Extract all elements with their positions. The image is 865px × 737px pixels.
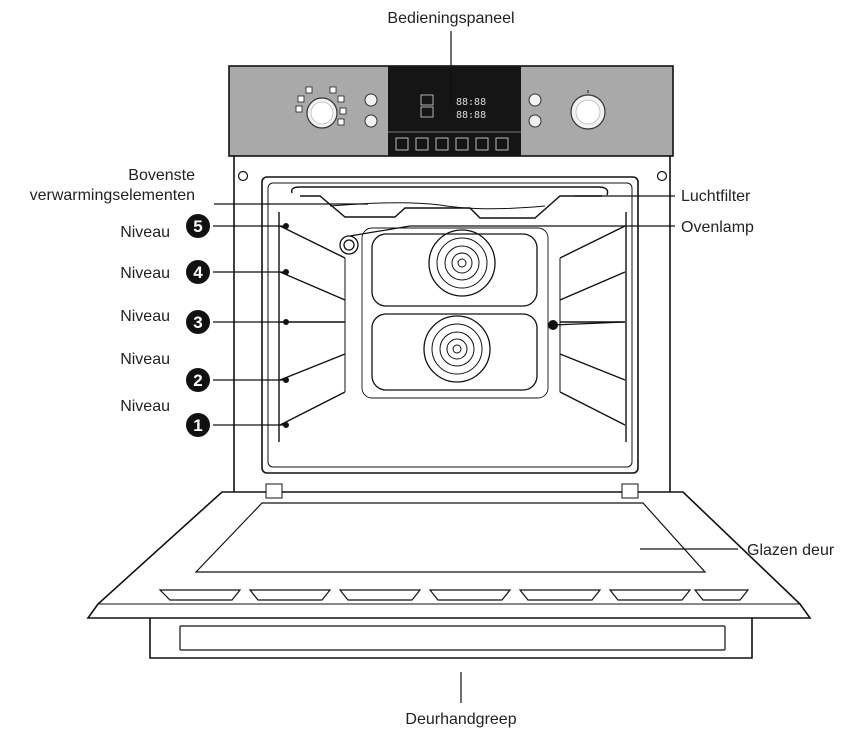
oven-door: [86, 483, 812, 619]
top-heating-label-line-2: verwarmingselementen: [30, 187, 195, 204]
labels: Bedieningspaneel Bovenste verwarmingsele…: [30, 10, 835, 728]
oven-lamp-label: Ovenlamp: [681, 219, 754, 236]
lower-fan: [423, 315, 491, 383]
display-line-2: 88:88: [456, 110, 486, 121]
oven-body: [233, 154, 671, 501]
level-2-label: Niveau: [120, 351, 170, 368]
air-filter-label: Luchtfilter: [681, 188, 751, 205]
top-heating-label-line-1: Bovenste: [128, 167, 195, 184]
level-2-number: 2: [193, 371, 202, 390]
oven-lamp: [339, 235, 359, 255]
top-heating-element: [290, 186, 609, 219]
upper-fan: [428, 229, 496, 297]
door-vents: [158, 589, 750, 601]
glass-door-panel: [194, 502, 707, 573]
door-handle: [149, 618, 753, 659]
control-panel-label: Bedieningspaneel: [387, 10, 514, 27]
level-1-label: Niveau: [120, 398, 170, 415]
leader-lines: [213, 31, 738, 703]
glass-door-label: Glazen deur: [747, 542, 835, 559]
mode-icons: [295, 86, 347, 126]
function-knob[interactable]: [306, 97, 338, 129]
display-line-1: 88:88: [456, 97, 486, 108]
left-shelf-rails: [278, 212, 346, 442]
touch-buttons[interactable]: [395, 137, 509, 151]
back-wall: [361, 227, 549, 399]
level-badges: 5 4 3 2 1: [186, 214, 210, 437]
temperature-knob[interactable]: [570, 90, 606, 130]
level-1-number: 1: [193, 416, 202, 435]
door-handle-label: Deurhandgreep: [405, 711, 516, 728]
level-3-label: Niveau: [120, 308, 170, 325]
right-shelf-rails: [559, 212, 627, 442]
display: 88:88 88:88: [420, 94, 486, 121]
level-5-number: 5: [193, 217, 202, 236]
level-3-number: 3: [193, 313, 202, 332]
level-4-label: Niveau: [120, 265, 170, 282]
leader-dots: [283, 223, 558, 428]
panel-buttons-left: [364, 93, 542, 128]
level-5-label: Niveau: [120, 224, 170, 241]
level-4-number: 4: [193, 263, 203, 282]
